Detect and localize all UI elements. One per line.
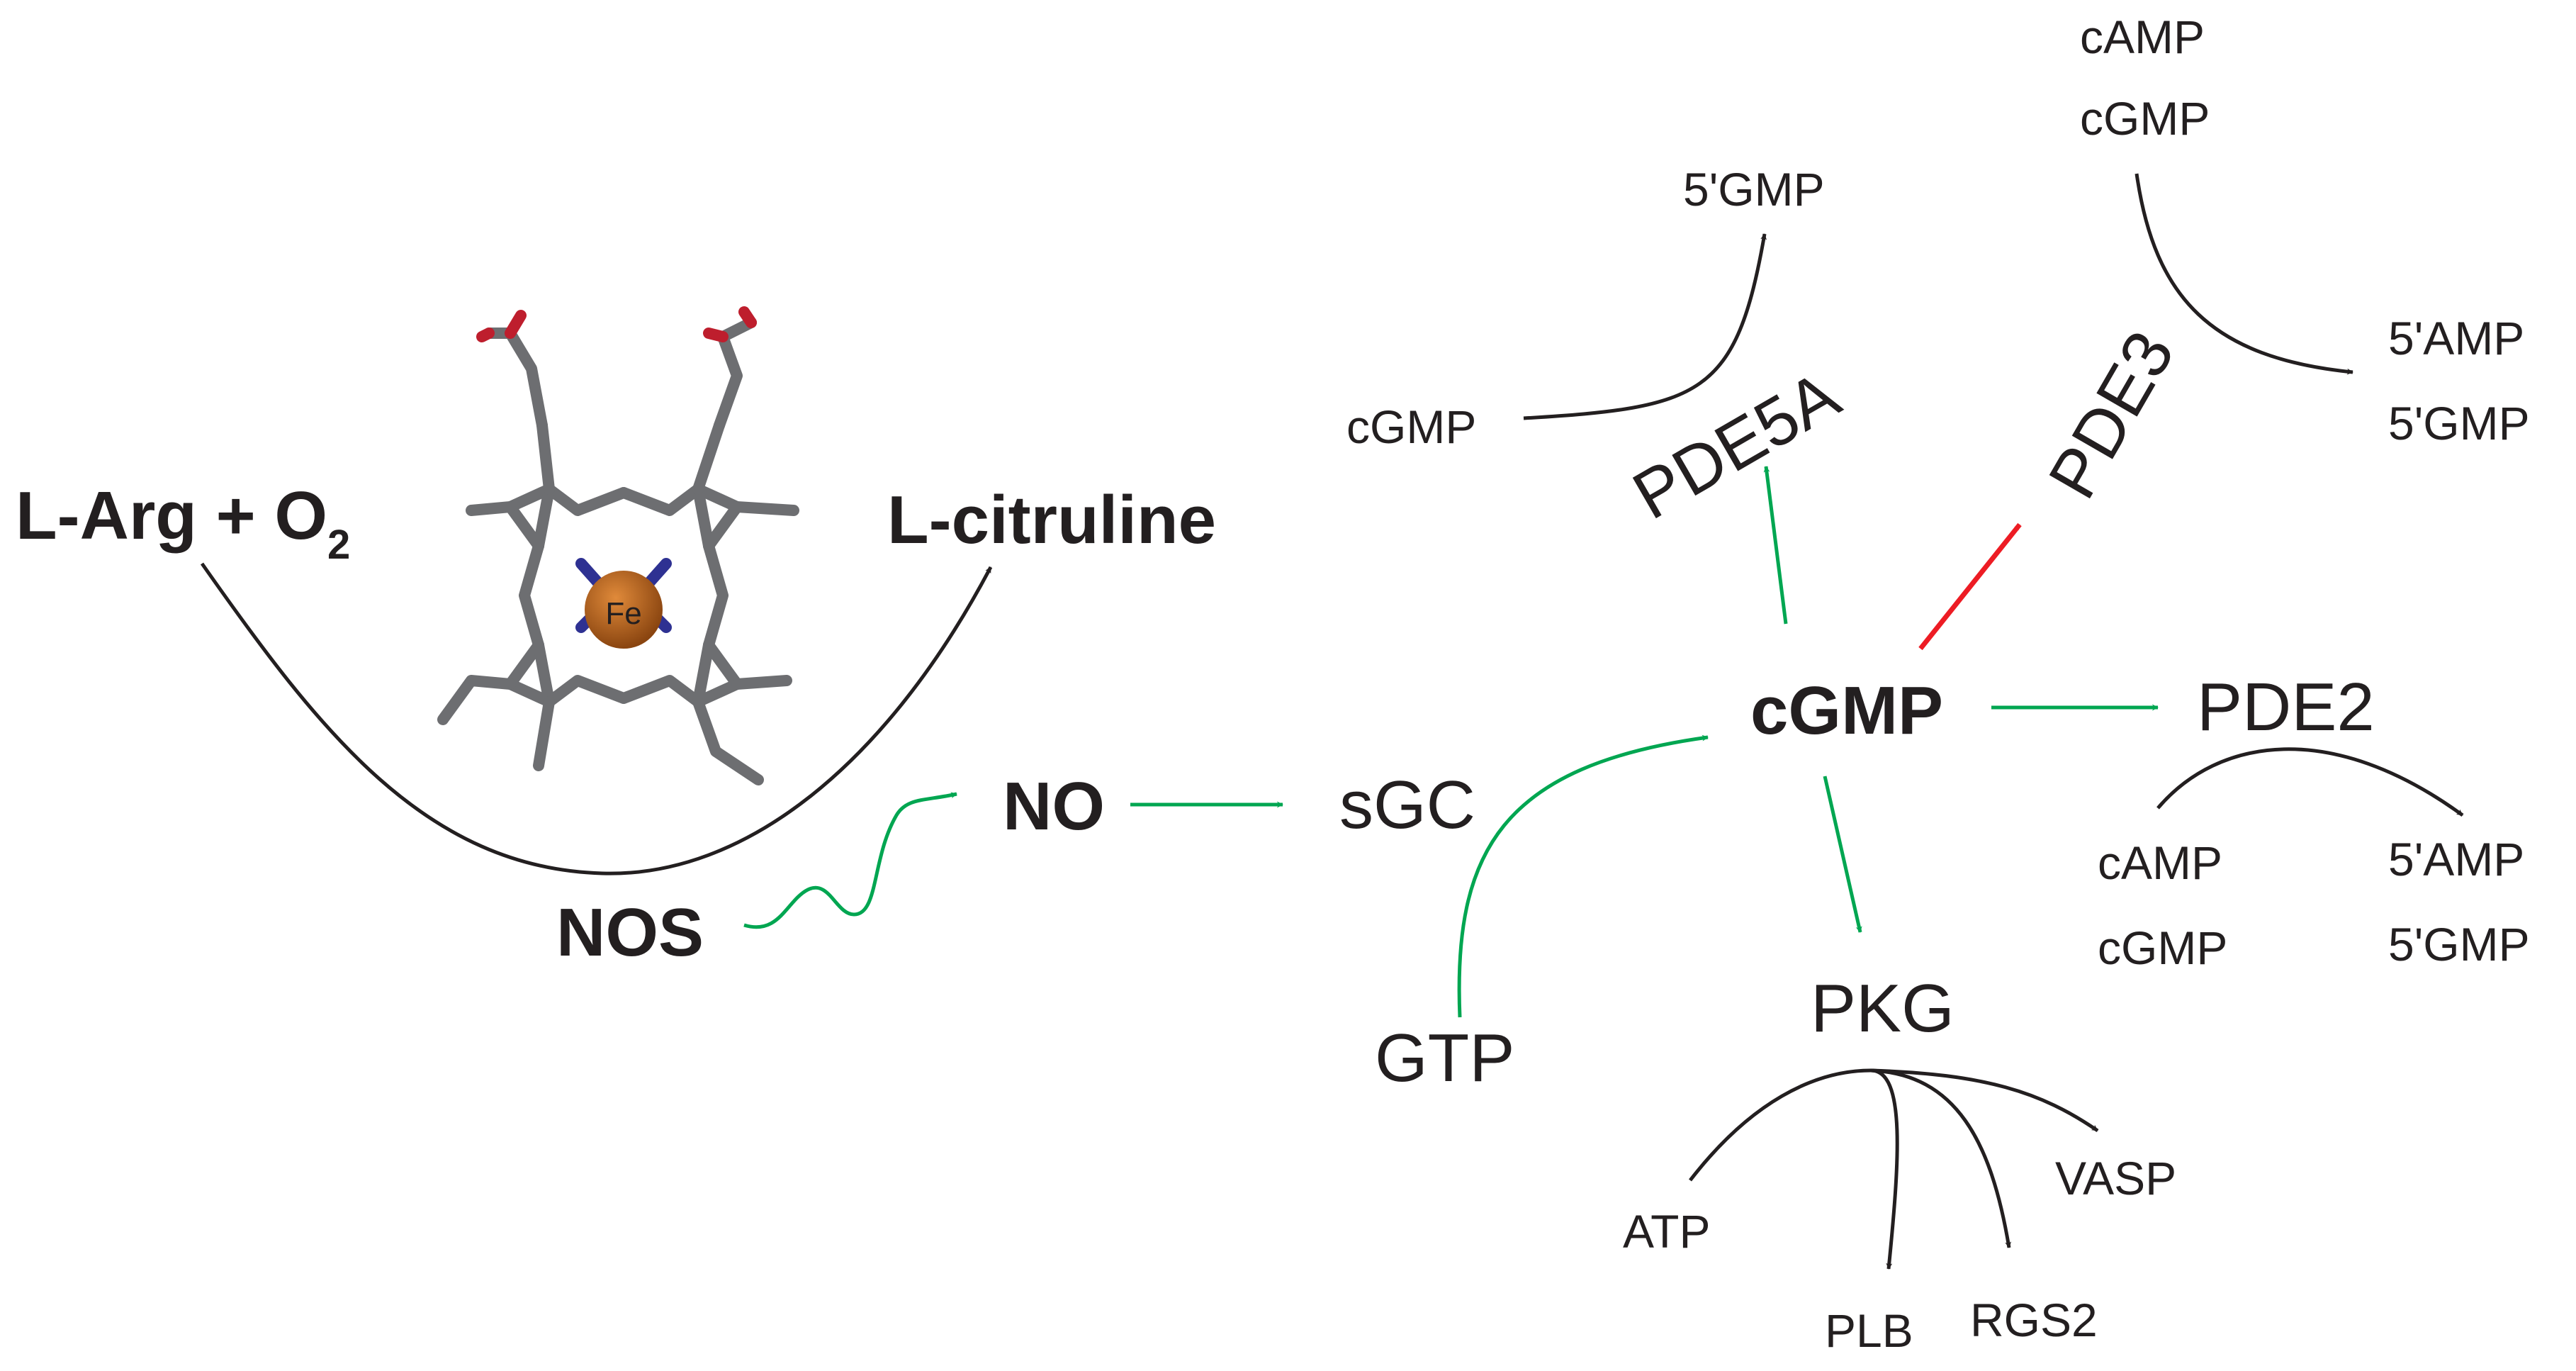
fe-label: Fe bbox=[605, 596, 641, 631]
pde5a-substrate-cgmp: cGMP bbox=[1346, 401, 1476, 453]
gtp-to-cgmp-arrow bbox=[1457, 734, 1709, 1018]
pkg-to-plb-arrow bbox=[1870, 1068, 1899, 1270]
atp-label: ATP bbox=[1623, 1205, 1710, 1258]
l-arg-label: L-Arg + O2 bbox=[16, 478, 350, 568]
rgs2-label: RGS2 bbox=[1970, 1294, 2098, 1346]
nos-to-no-wavy-arrow bbox=[743, 792, 957, 929]
cgmp-to-pde3-inhibition-arrow bbox=[1918, 522, 2022, 651]
gtp-label: GTP bbox=[1375, 1020, 1514, 1096]
pde3-substrate-camp: cAMP bbox=[2080, 11, 2205, 63]
plb-label: PLB bbox=[1825, 1304, 1913, 1357]
pde2-product-5gmp: 5'GMP bbox=[2388, 918, 2530, 970]
pde2-product-5amp: 5'AMP bbox=[2388, 833, 2524, 885]
pkg-atp-input-curve bbox=[1689, 1068, 1872, 1182]
heme-structure: Fe bbox=[437, 306, 799, 785]
pde2-reaction-arrow bbox=[2156, 747, 2464, 817]
no-signaling: NO sGC GTP cGMP bbox=[743, 673, 1943, 1096]
pde3-label: PDE3 bbox=[2035, 319, 2189, 511]
pde2-branch: PDE2 cAMP cGMP 5'AMP 5'GMP bbox=[1991, 669, 2530, 974]
cgmp-center-label: cGMP bbox=[1750, 673, 1943, 749]
pde3-product-5gmp: 5'GMP bbox=[2388, 397, 2530, 449]
pkg-label: PKG bbox=[1811, 970, 1955, 1046]
nos-reaction: L-Arg + O2 L-citruline NOS bbox=[16, 478, 1216, 970]
nos-label: NOS bbox=[556, 895, 704, 970]
pde5a-reaction-arrow bbox=[1523, 233, 1767, 420]
no-label: NO bbox=[1003, 768, 1105, 844]
pde3-branch: PDE3 cAMP cGMP 5'AMP 5'GMP bbox=[1918, 11, 2530, 651]
iron-atom-icon bbox=[585, 571, 663, 649]
pde5a-product-5gmp: 5'GMP bbox=[1683, 163, 1825, 216]
vasp-label: VASP bbox=[2055, 1152, 2176, 1204]
pde2-substrate-cgmp: cGMP bbox=[2098, 922, 2227, 974]
pde5a-label: PDE5A bbox=[1621, 357, 1852, 534]
cgmp-to-pde5a-arrow bbox=[1763, 466, 1788, 625]
nos-reaction-arrow bbox=[200, 562, 993, 875]
l-citrulline-label: L-citruline bbox=[887, 482, 1216, 558]
pkg-to-rgs2-arrow bbox=[1870, 1068, 2012, 1248]
pkg-branch: PKG ATP PLB RGS2 VASP bbox=[1623, 776, 2176, 1357]
cgmp-to-pkg-arrow bbox=[1823, 776, 1862, 933]
pde3-reaction-arrow bbox=[2135, 173, 2353, 375]
pde3-product-5amp: 5'AMP bbox=[2388, 312, 2524, 364]
pde3-substrate-cgmp: cGMP bbox=[2080, 92, 2210, 145]
pkg-to-vasp-arrow bbox=[1870, 1068, 2099, 1133]
pde2-substrate-camp: cAMP bbox=[2098, 836, 2222, 889]
pde5a-branch: PDE5A cGMP 5'GMP bbox=[1346, 163, 1852, 625]
pde2-label: PDE2 bbox=[2197, 669, 2375, 745]
sgc-label: sGC bbox=[1339, 767, 1475, 843]
